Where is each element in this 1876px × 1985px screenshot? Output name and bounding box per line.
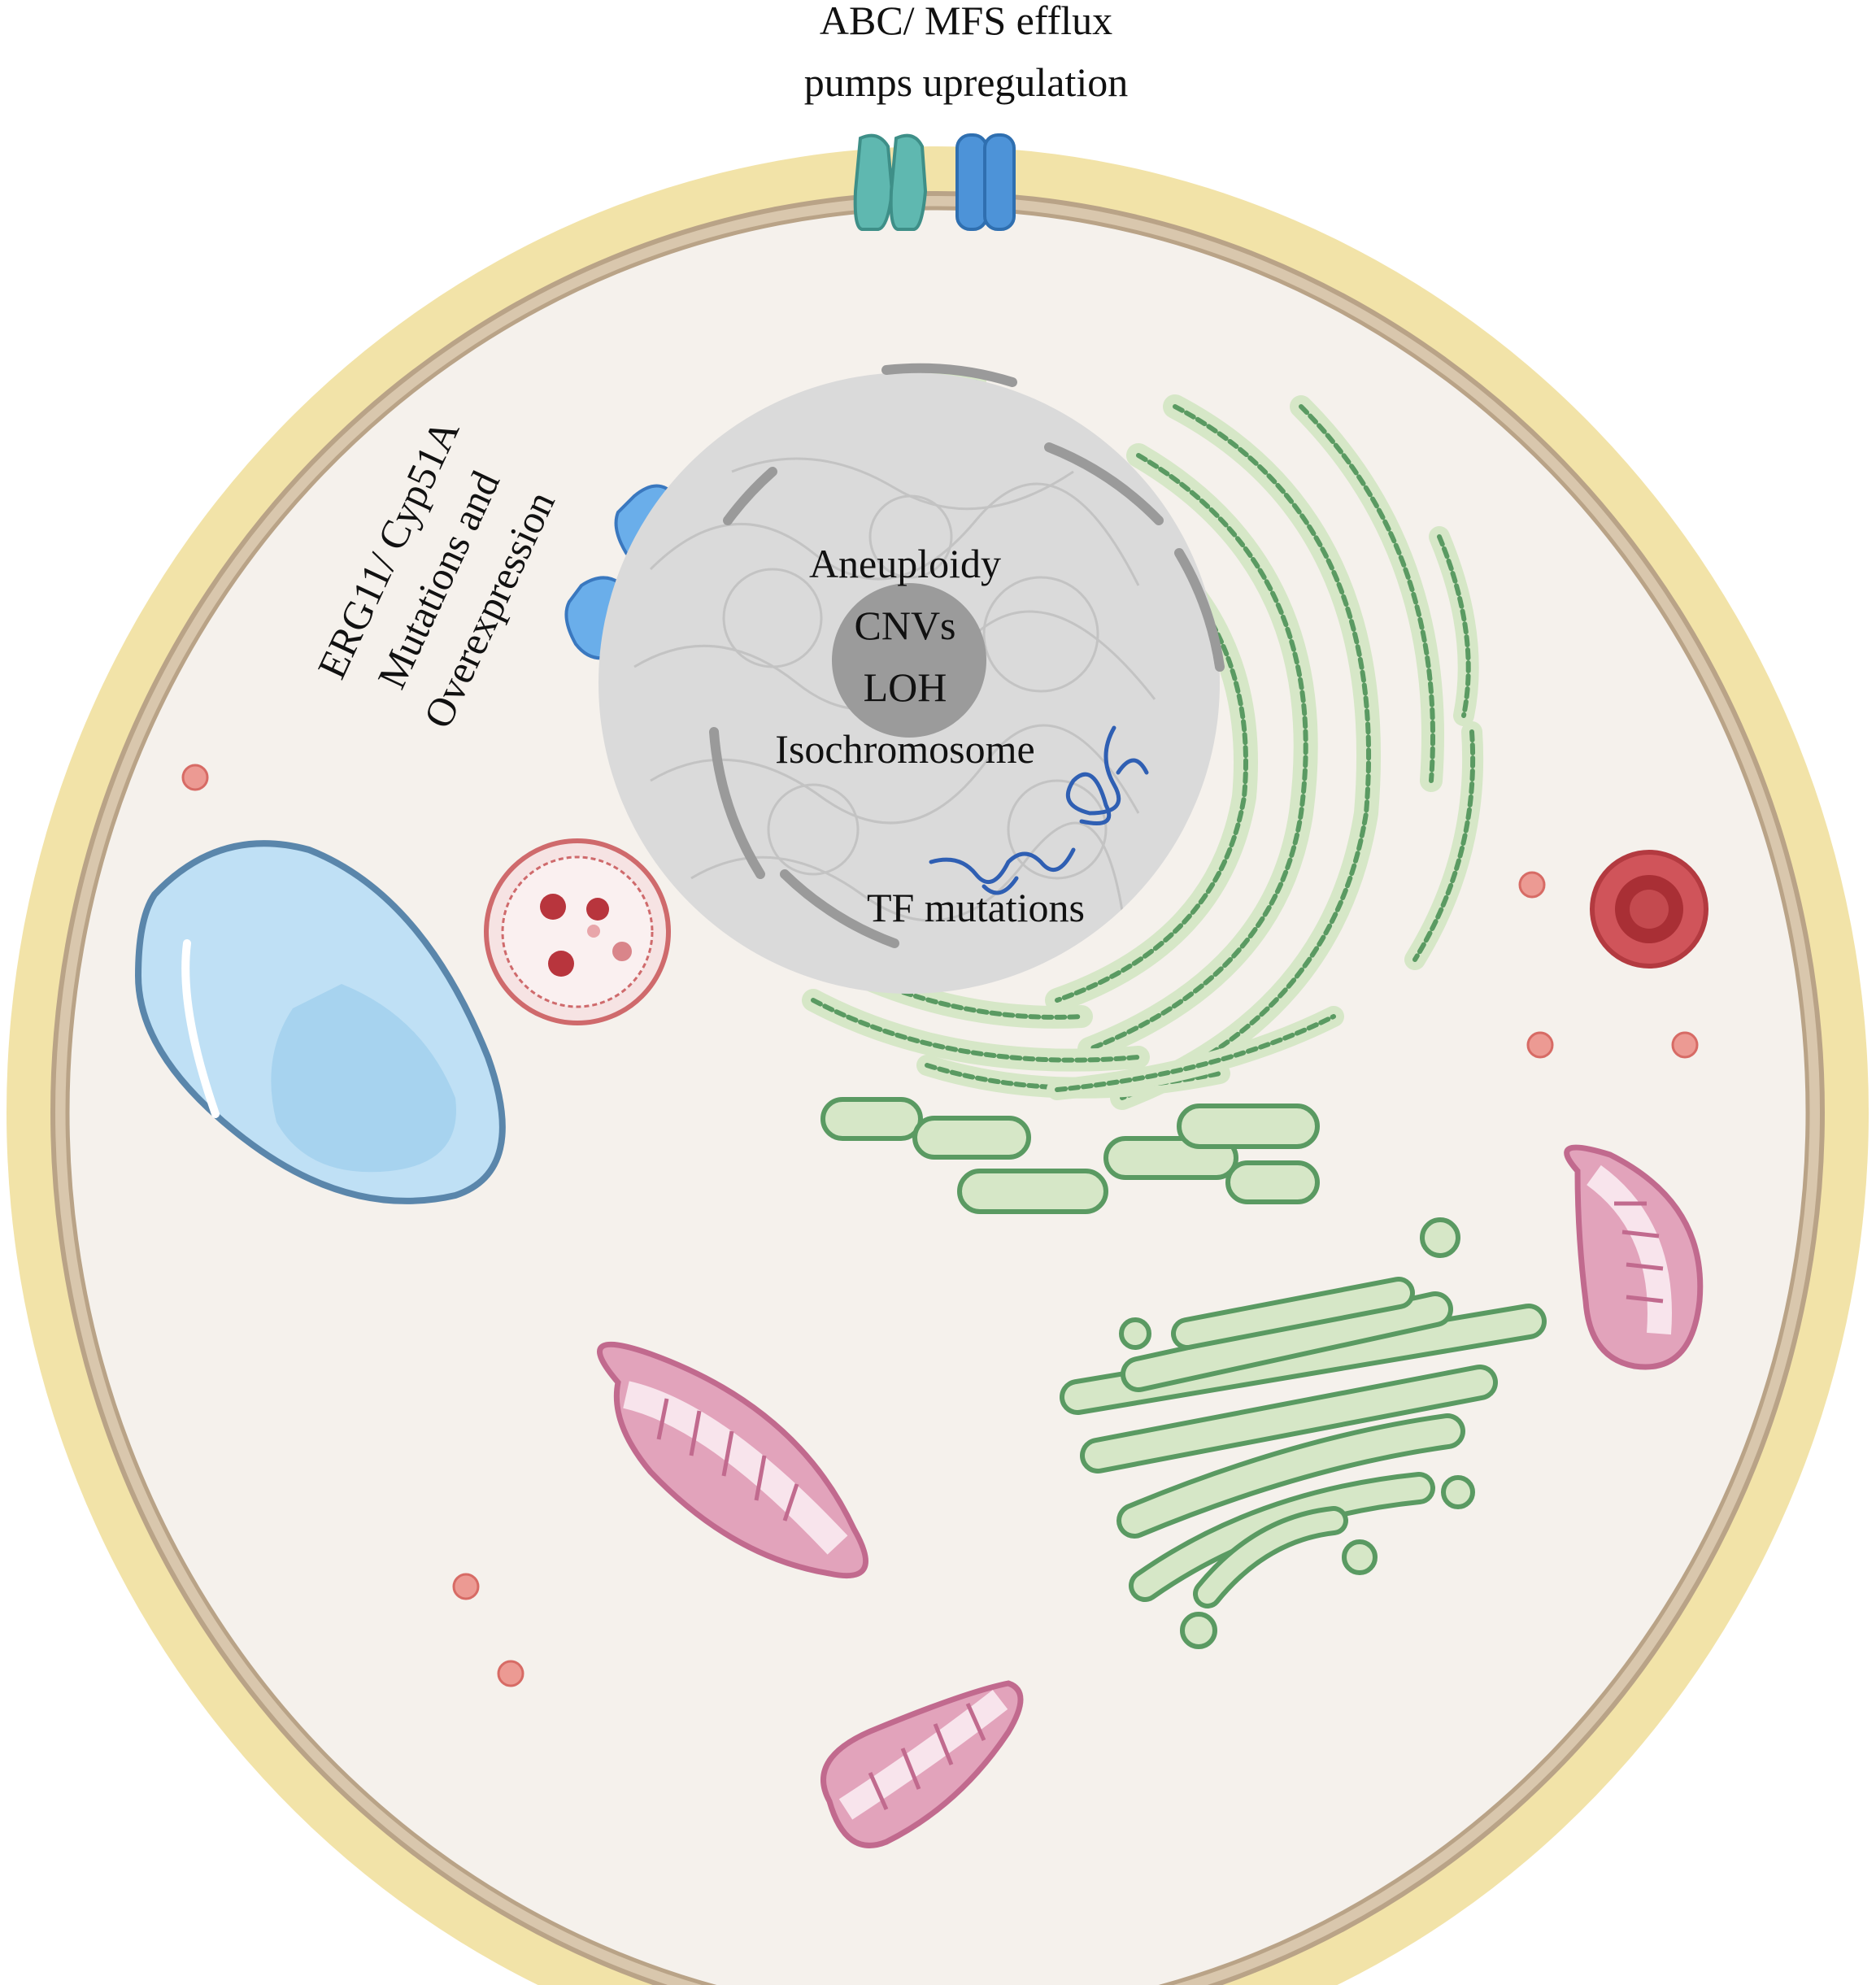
mitochondrion-icon: [820, 1680, 1024, 1848]
efflux-pump-icon: [853, 133, 928, 231]
loh-label: LOH: [864, 664, 947, 710]
cell-wall-icon: [7, 146, 1869, 1985]
mitochondrion-icon: [597, 1341, 868, 1579]
efflux-label-line2: pumps upregulation: [804, 59, 1129, 105]
smooth-er: [820, 1097, 1320, 1214]
golgi-vesicles: [1119, 1217, 1475, 1649]
dna-strand-icon: [929, 725, 1149, 895]
cnvs-label: CNVs: [854, 603, 955, 648]
tf-mutations-label: TF mutations: [867, 885, 1085, 930]
efflux-label-line1: ABC/ MFS efflux: [820, 0, 1112, 43]
cytoplasm: [65, 206, 1810, 1985]
ribosome-icon: [181, 764, 1699, 1687]
efflux-pump-icon: [955, 133, 1016, 231]
lysosome-icon: [484, 838, 671, 1025]
golgi-icon: [1060, 1277, 1547, 1608]
aneuploidy-label: Aneuploidy: [809, 541, 1001, 586]
peroxisome-icon: [1590, 850, 1708, 969]
vacuole-icon: [134, 840, 506, 1204]
mitochondrion-icon: [1564, 1144, 1704, 1370]
isochromosome-label: Isochromosome: [775, 726, 1034, 772]
nucleolus: [832, 583, 986, 738]
nucleus-icon: [598, 363, 1225, 994]
